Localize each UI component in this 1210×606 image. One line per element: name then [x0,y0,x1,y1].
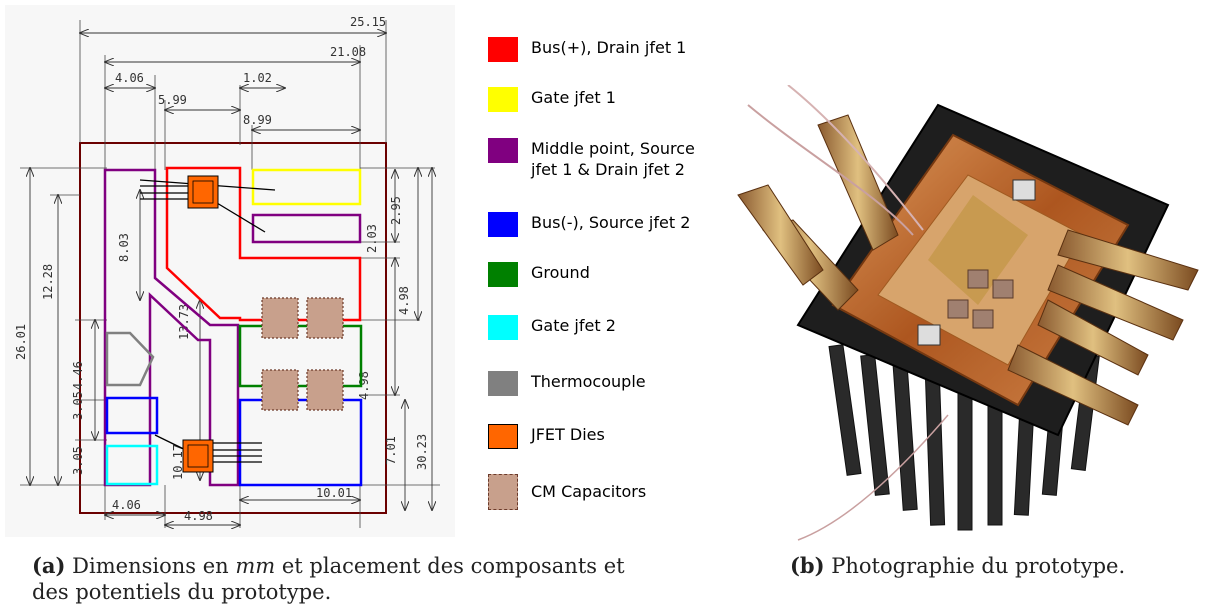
swatch-yellow [488,87,518,112]
legend-label: Gate jfet 2 [531,316,616,335]
ground-track [238,324,363,388]
caption-b-tag: (b) [790,553,825,578]
legend-label: CM Capacitors [531,482,647,501]
caption-b: (b) Photographie du prototype. [790,553,1125,579]
legend-label: Ground [531,263,590,282]
dimension-lines [30,33,432,525]
caption-b-text: Photographie du prototype. [831,554,1126,578]
swatch-tan [488,474,518,510]
dim-2-95: 2.95 [389,196,403,225]
swatch-green [488,262,518,287]
dim-25-15: 25.15 [350,15,386,29]
dim-12-28: 12.28 [41,264,55,300]
cm-capacitors [261,297,344,411]
jfet-die-2 [154,434,262,473]
legend-label: Gate jfet 1 [531,88,616,107]
legend-label: Thermocouple [531,372,646,391]
dim-26-01: 26.01 [14,324,28,360]
thermocouple-pad [105,331,155,387]
dim-8-03: 8.03 [117,233,131,262]
swatch-red [488,37,518,62]
gate-jfet1-track [251,168,362,206]
dim-4-06-bottom: 4.06 [112,498,141,512]
swatch-orange [488,424,518,449]
dim-7-01: 7.01 [384,436,398,465]
caption-a-unit: mm [235,554,276,578]
legend-item-bus-minus: Bus(-), Source jfet 2 [488,212,690,237]
dim-10-01: 10.01 [316,486,352,500]
legend-label: JFET Dies [531,425,605,444]
legend-item-gate-jfet1: Gate jfet 1 [488,87,616,112]
dim-3-05-b: 3.05 [71,446,85,475]
dim-4-98-bottom: 4.98 [184,509,213,523]
swatch-gray [488,371,518,396]
caption-a-text-3: des potentiels du prototype. [32,580,332,604]
gate-jfet2-track [105,444,159,486]
legend-item-ground: Ground [488,262,590,287]
legend-label: Bus(+), Drain jfet 1 [531,38,687,57]
dim-4-06-top: 4.06 [115,71,144,85]
dim-4-98-right: 4.98 [397,286,411,315]
dim-5-99: 5.99 [158,93,187,107]
dim-21-08: 21.08 [330,45,366,59]
caption-a-text-2: et placement des composants et [281,554,625,578]
caption-a-tag: (a) [32,553,66,578]
dim-1-02: 1.02 [243,71,272,85]
dim-10-17: 10.17 [171,444,185,480]
swatch-cyan [488,315,518,340]
bus-minus-pad [105,396,159,435]
legend-item-gate-jfet2: Gate jfet 2 [488,315,616,340]
dim-8-99: 8.99 [243,113,272,127]
jfet-die-1 [139,175,276,233]
legend-item-jfet-dies: JFET Dies [488,424,605,449]
legend-item-cm-capacitors: CM Capacitors [488,474,646,510]
legend-label: Bus(-), Source jfet 2 [531,213,691,232]
swatch-blue [488,212,518,237]
legend-item-middle-point: Middle point, Source jfet 1 & Drain jfet… [488,138,695,180]
legend-label: Middle point, Source jfet 1 & Drain jfet… [531,139,695,179]
dim-3-05-a: 3.05 [71,391,85,420]
substrate-outline [79,142,387,514]
prototype-photo [737,85,1199,541]
legend-item-bus-plus: Bus(+), Drain jfet 1 [488,37,686,62]
caption-a-text-1: Dimensions en [72,554,229,578]
dim-30-23: 30.23 [415,434,429,470]
legend-item-thermocouple: Thermocouple [488,371,646,396]
bus-plus-track [165,166,362,322]
middle-point-strip [251,213,362,244]
caption-a: (a) Dimensions en mm et placement des co… [32,553,712,605]
dim-4-46: 4.46 [71,361,85,390]
dim-2-03: 2.03 [365,224,379,253]
swatch-purple [488,138,518,163]
